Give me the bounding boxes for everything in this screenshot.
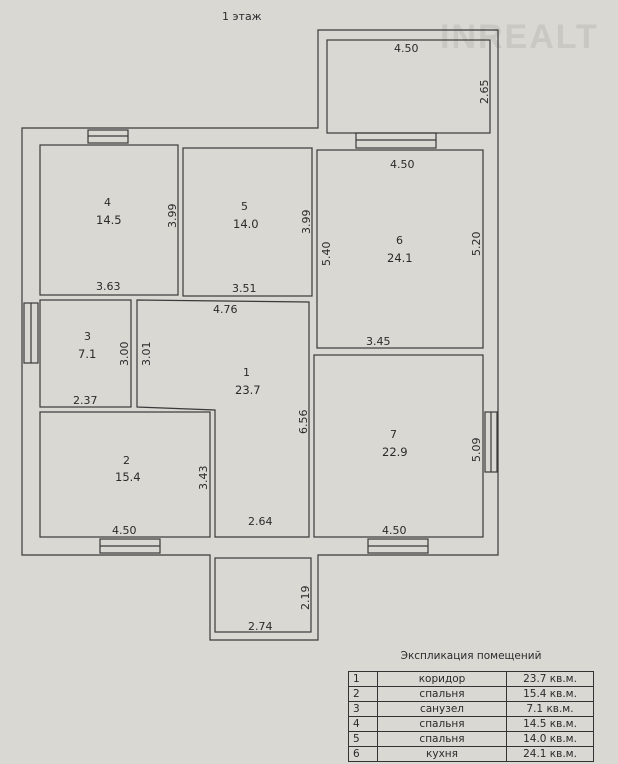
room-labels: 4 14.5 5 14.0 6 24.1 3 7.1 1 23.7 2 15.4…: [78, 196, 413, 484]
svg-text:4.50: 4.50: [382, 524, 407, 537]
room-3-outline: [39, 299, 132, 408]
room-name: коридор: [377, 671, 507, 687]
room-4-number: 4: [104, 196, 111, 209]
room-number: 2: [348, 686, 378, 702]
room-4-area: 14.5: [96, 213, 122, 227]
svg-text:2.74: 2.74: [248, 620, 273, 633]
room-number: 3: [348, 701, 378, 717]
room-7-outline: [313, 354, 484, 538]
porch-outline: [214, 557, 312, 633]
room-area: 15.4 кв.м.: [506, 686, 594, 702]
room-5-area: 14.0: [233, 217, 259, 231]
room-5-outline: [182, 147, 313, 297]
room-name: спальня: [377, 716, 507, 732]
room-2-outline: [39, 411, 211, 538]
svg-text:2.19: 2.19: [299, 586, 312, 611]
svg-text:2.37: 2.37: [73, 394, 98, 407]
room-2-area: 15.4: [115, 470, 141, 484]
svg-text:4.76: 4.76: [213, 303, 238, 316]
room-number: 6: [348, 746, 378, 762]
room-7-number: 7: [390, 428, 397, 441]
room-area: 14.0 кв.м.: [506, 731, 594, 747]
room-4-outline: [39, 144, 179, 296]
svg-text:4.50: 4.50: [112, 524, 137, 537]
svg-text:2.65: 2.65: [478, 80, 491, 105]
watermark: INREALT: [440, 18, 599, 56]
room-area: 23.7 кв.м.: [506, 671, 594, 687]
svg-text:3.01: 3.01: [140, 342, 153, 367]
room-6-area: 24.1: [387, 251, 413, 265]
explication-title: Экспликация помещений: [400, 650, 542, 662]
svg-text:5.09: 5.09: [470, 438, 483, 463]
svg-text:5.40: 5.40: [320, 242, 333, 267]
dimension-labels: 4.50 2.65 4.50 5.40 5.20 3.45 3.99 3.63 …: [73, 42, 491, 633]
svg-text:3.00: 3.00: [118, 342, 131, 367]
room-1-outline: [136, 299, 310, 538]
window-icons: [23, 129, 498, 554]
walls: [21, 29, 499, 641]
svg-text:2.64: 2.64: [248, 515, 273, 528]
svg-text:3.43: 3.43: [197, 466, 210, 491]
svg-text:5.20: 5.20: [470, 232, 483, 257]
room-1-number: 1: [243, 366, 250, 379]
floor-title: 1 этаж: [222, 10, 262, 23]
room-3-area: 7.1: [78, 347, 96, 361]
room-6-number: 6: [396, 234, 403, 247]
room-name: санузел: [377, 701, 507, 717]
svg-text:3.51: 3.51: [232, 282, 257, 295]
room-number: 1: [348, 671, 378, 687]
room-area: 14.5 кв.м.: [506, 716, 594, 732]
room-number: 5: [348, 731, 378, 747]
room-2-number: 2: [123, 454, 130, 467]
room-area: 7.1 кв.м.: [506, 701, 594, 717]
svg-text:4.50: 4.50: [390, 158, 415, 171]
room-number: 4: [348, 716, 378, 732]
svg-text:4.50: 4.50: [394, 42, 419, 55]
svg-text:3.45: 3.45: [366, 335, 391, 348]
svg-text:3.99: 3.99: [300, 210, 313, 235]
room-5-number: 5: [241, 200, 248, 213]
svg-text:3.99: 3.99: [166, 204, 179, 229]
svg-text:3.63: 3.63: [96, 280, 121, 293]
room-6-outline: [316, 149, 484, 349]
room-area: 24.1 кв.м.: [506, 746, 594, 762]
room-name: спальня: [377, 731, 507, 747]
room-3-number: 3: [84, 330, 91, 343]
room-7-area: 22.9: [382, 445, 408, 459]
room-1-area: 23.7: [235, 383, 261, 397]
svg-text:6.56: 6.56: [297, 410, 310, 435]
room-name: кухня: [377, 746, 507, 762]
room-name: спальня: [377, 686, 507, 702]
